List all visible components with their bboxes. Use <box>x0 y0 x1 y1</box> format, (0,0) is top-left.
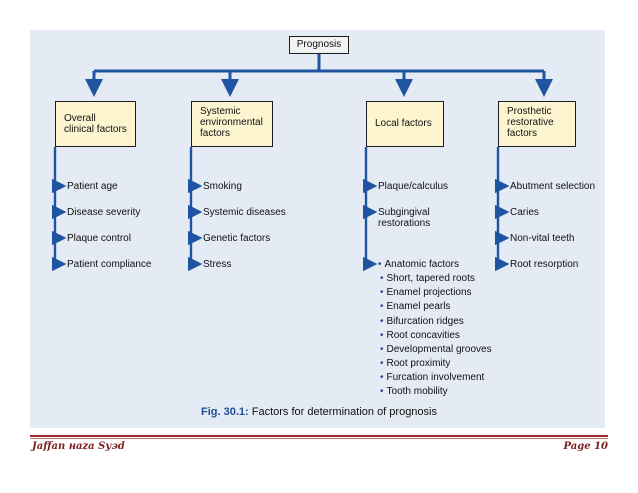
factor-item: Subgingival restorations <box>378 207 431 229</box>
anatomic-item: Bifurcation ridges <box>380 316 464 327</box>
figure-caption: Fig. 30.1: Factors for determination of … <box>0 406 638 418</box>
anatomic-item: Furcation involvement <box>380 372 485 383</box>
factor-item: Root resorption <box>510 259 579 270</box>
prognosis-root-box: Prognosis <box>289 36 349 54</box>
category-box-prosthetic: Prosthetic restorative factors <box>498 101 576 147</box>
page-number: Page 10 <box>563 441 608 452</box>
factor-item: Smoking <box>203 181 242 192</box>
anatomic-item: Developmental grooves <box>380 344 492 355</box>
anatomic-item: Root concavities <box>380 330 460 341</box>
factor-item: Disease severity <box>67 207 141 218</box>
factor-item: Abutment selection <box>510 181 596 192</box>
factor-item: Plaque control <box>67 233 131 244</box>
factor-item: Patient compliance <box>67 259 152 270</box>
anatomic-item: Enamel pearls <box>380 301 451 312</box>
anatomic-item: Tooth mobility <box>380 386 448 397</box>
factor-item: Non-vital teeth <box>510 233 575 244</box>
diagram-panel <box>30 30 605 428</box>
factor-item: Stress <box>203 259 232 270</box>
footer-author: Jaffan наzа Sуэd <box>32 441 125 452</box>
factor-item: Systemic diseases <box>203 207 286 218</box>
factor-item: Genetic factors <box>203 233 271 244</box>
footer-divider-thin <box>30 438 608 439</box>
factor-item: Plaque/calculus <box>378 181 449 192</box>
category-box-systemic: Systemic environmental factors <box>191 101 273 147</box>
anatomic-item: Root proximity <box>380 358 451 369</box>
anatomic-item: Anatomic factors <box>378 259 459 270</box>
category-box-local: Local factors <box>366 101 444 147</box>
figure-caption-text: Factors for determination of prognosis <box>251 406 437 418</box>
anatomic-item: Short, tapered roots <box>380 273 475 284</box>
footer-divider <box>30 435 608 437</box>
figure-number: Fig. 30.1: <box>200 406 249 418</box>
category-box-overall: Overall clinical factors <box>55 101 136 147</box>
factor-item: Patient age <box>67 181 118 192</box>
factor-item: Caries <box>510 207 539 218</box>
anatomic-item: Enamel projections <box>380 287 472 298</box>
